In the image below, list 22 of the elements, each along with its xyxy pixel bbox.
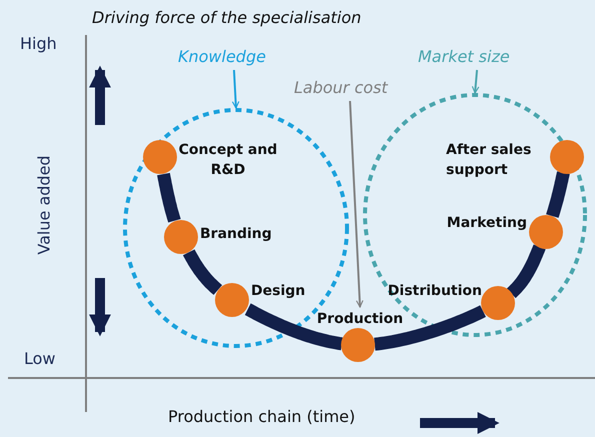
stage-label: After sales support bbox=[446, 141, 532, 180]
curve-segment bbox=[182, 247, 223, 296]
stage-label: Design bbox=[251, 282, 306, 301]
axis-label: High bbox=[20, 34, 57, 53]
stage-label: Distribution bbox=[386, 282, 482, 301]
arrow bbox=[349, 100, 364, 308]
curve-segment bbox=[506, 242, 546, 298]
factor-label: Market size bbox=[418, 47, 510, 66]
curve-segment bbox=[371, 305, 488, 351]
axis-title: Production chain (time) bbox=[168, 407, 356, 426]
axis-title: Value added bbox=[34, 155, 54, 255]
factor-label: Knowledge bbox=[178, 47, 266, 66]
chart-title: Driving force of the specialisation bbox=[92, 8, 362, 27]
stage-label: Branding bbox=[200, 225, 273, 244]
curve-segment bbox=[244, 303, 346, 350]
stage-label: Concept and R&D bbox=[178, 141, 278, 180]
arrow bbox=[232, 70, 240, 109]
stage-label: Production bbox=[316, 310, 404, 329]
arrow bbox=[472, 70, 480, 94]
axis-label: Low bbox=[24, 349, 56, 368]
stage-label: Marketing bbox=[446, 214, 527, 233]
factor-label: Labour cost bbox=[294, 78, 388, 97]
